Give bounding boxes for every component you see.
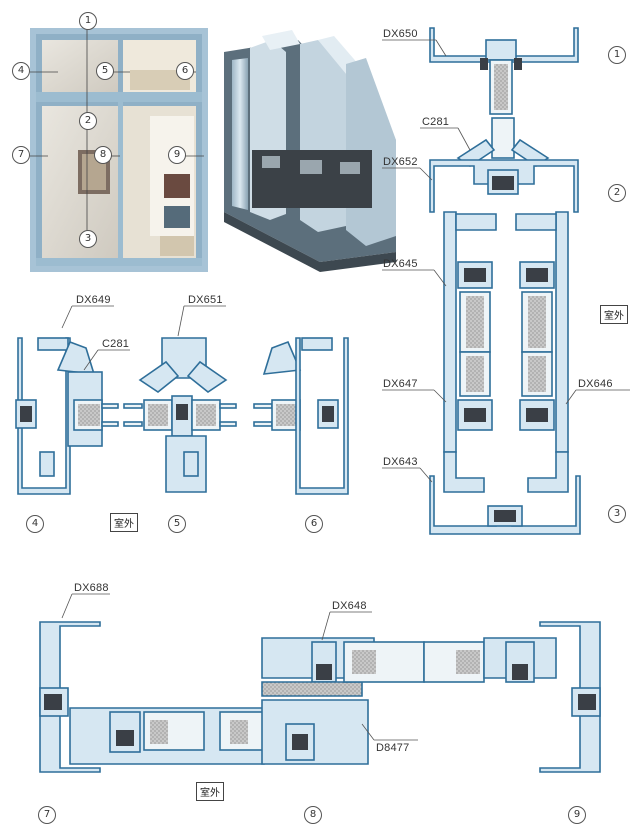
profile-label-dx651: DX651 (188, 294, 223, 306)
section-bottom-leaders (61, 593, 418, 741)
section-number-7: 7 (38, 806, 56, 824)
callout-3: 3 (79, 230, 97, 248)
profile-3d-render (224, 30, 396, 272)
section-number-4: 4 (26, 515, 44, 533)
callout-6: 6 (176, 62, 194, 80)
section-bottom-profiles (39, 621, 601, 773)
callout-2: 2 (79, 112, 97, 130)
callout-9: 9 (168, 146, 186, 164)
profile-label-d8477: D8477 (376, 742, 410, 754)
profile-label-dx646: DX646 (578, 378, 613, 390)
profile-label-dx648: DX648 (332, 600, 367, 612)
section-number-1: 1 (608, 46, 626, 64)
profile-label-dx688: DX688 (74, 582, 109, 594)
callout-7: 7 (12, 146, 30, 164)
section-number-8: 8 (304, 806, 322, 824)
outdoor-label-left: 室外 (110, 513, 138, 532)
outdoor-label-bottom: 室外 (196, 782, 224, 801)
profile-label-dx643: DX643 (383, 456, 418, 468)
section-number-5: 5 (168, 515, 186, 533)
profile-label-dx645: DX645 (383, 258, 418, 270)
profile-label-dx647: DX647 (383, 378, 418, 390)
profile-label-dx652: DX652 (383, 156, 418, 168)
profile-label-dx649: DX649 (76, 294, 111, 306)
section-right-leaders (382, 39, 630, 483)
callout-4: 4 (12, 62, 30, 80)
profile-label-dx650: DX650 (383, 28, 418, 40)
profile-label-c281-right: C281 (422, 116, 450, 128)
section-number-2: 2 (608, 184, 626, 202)
outdoor-label-right: 室外 (600, 305, 628, 324)
section-number-9: 9 (568, 806, 586, 824)
callout-8: 8 (94, 146, 112, 164)
section-number-6: 6 (305, 515, 323, 533)
section-number-3: 3 (608, 505, 626, 523)
callout-1: 1 (79, 12, 97, 30)
section-left-profiles (15, 337, 349, 495)
section-right-profiles (429, 27, 581, 535)
profile-label-c281-left: C281 (102, 338, 130, 350)
callout-5: 5 (96, 62, 114, 80)
section-left-leaders (61, 305, 226, 371)
